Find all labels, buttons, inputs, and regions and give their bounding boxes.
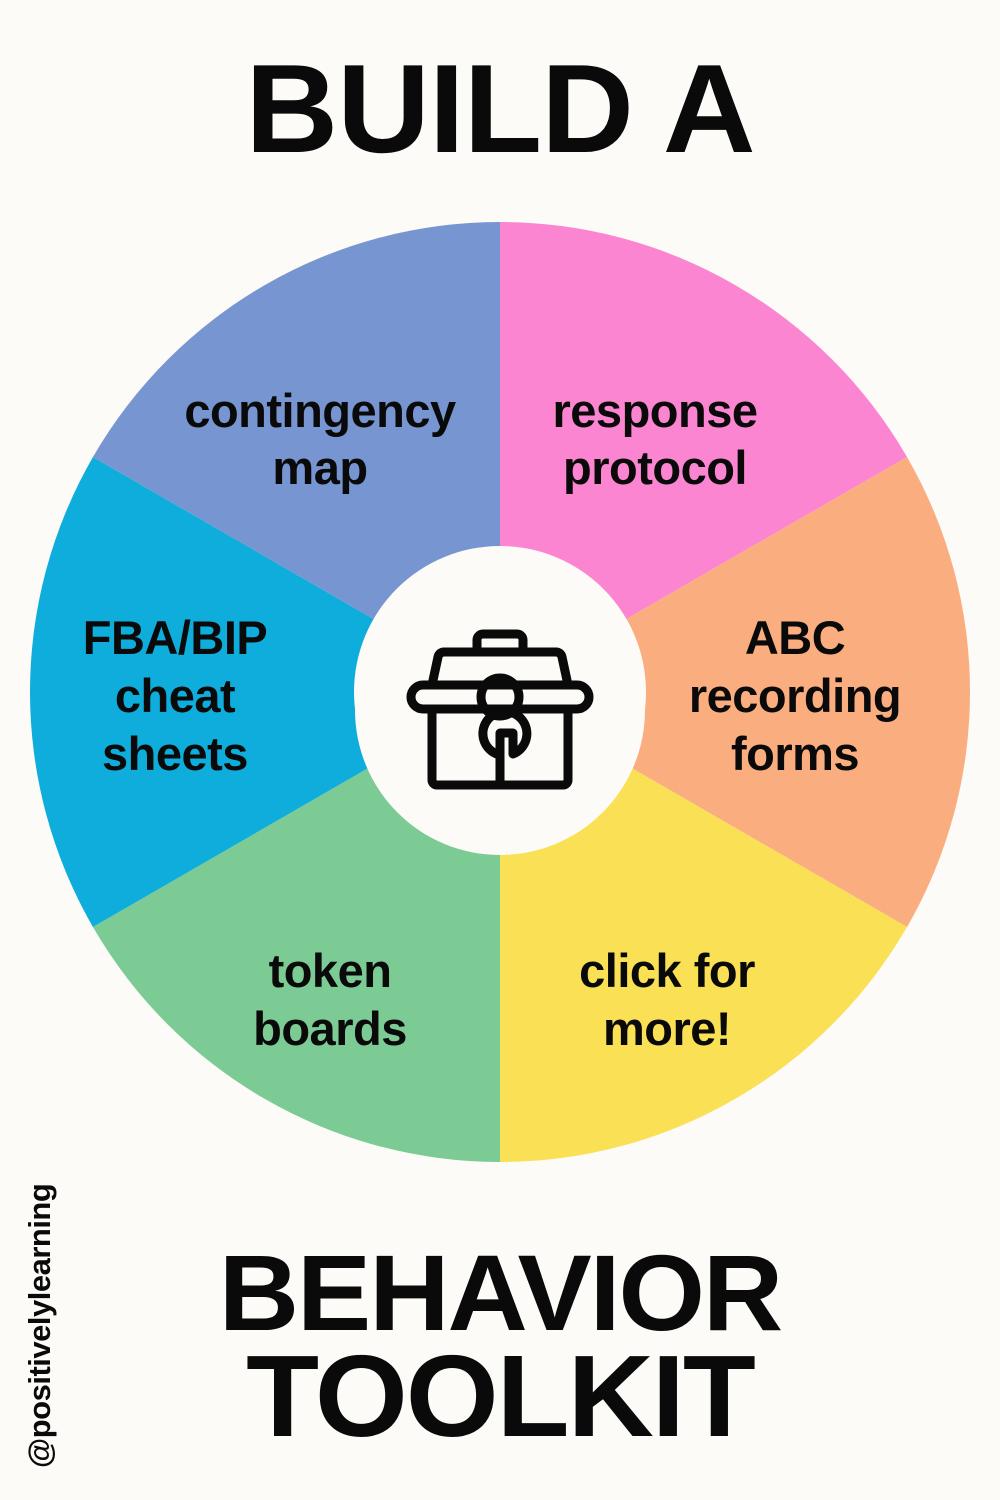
wheel-hub: [355, 565, 645, 855]
wheel-label-token-boards: token boards: [253, 944, 407, 1055]
label-abc-line3: forms: [731, 727, 859, 780]
wheel-segment-fba-bip-cheat-sheets[interactable]: [30, 457, 500, 927]
label-click-for-more-line2: more!: [603, 1002, 731, 1055]
label-fba-bip-line2: cheat: [115, 669, 236, 722]
wheel-segment-abc-recording-forms[interactable]: [500, 457, 970, 927]
wheel-label-click-for-more: click for more!: [579, 944, 755, 1055]
headline-bottom-line1: BEHAVIOR: [218, 1232, 783, 1353]
label-token-boards-line1: token: [269, 944, 392, 997]
wheel-label-response-protocol: response protocol: [553, 384, 758, 494]
label-response-protocol-line1: response: [553, 384, 758, 437]
label-fba-bip-line1: FBA/BIP: [83, 611, 268, 664]
watermark-handle: @positivelylearning: [22, 1183, 57, 1468]
toolbox-icon: [406, 629, 594, 789]
label-abc-line1: ABC: [745, 611, 845, 664]
headline-bottom-line2: TOOLKIT: [246, 1331, 756, 1462]
headline-bottom: BEHAVIOR TOOLKIT: [0, 1232, 1000, 1462]
headline-top: BUILD A: [245, 38, 755, 179]
wheel-svg: contingency map response protocol FBA/BI…: [30, 222, 970, 1162]
label-token-boards-line2: boards: [253, 1002, 407, 1055]
wheel-segment-response-protocol[interactable]: [500, 222, 908, 692]
wheel-label-contingency-map: contingency map: [184, 384, 456, 494]
wheel-segment-contingency-map[interactable]: [92, 222, 500, 692]
label-abc-line2: recording: [689, 669, 901, 722]
label-contingency-map-line1: contingency: [184, 384, 456, 437]
label-contingency-map-line2: map: [272, 441, 367, 494]
label-fba-bip-line3: sheets: [102, 727, 248, 780]
behavior-toolkit-wheel: contingency map response protocol FBA/BI…: [30, 222, 970, 1162]
wheel-label-abc-recording-forms: ABC recording forms: [689, 611, 902, 780]
wheel-label-fba-bip-cheat-sheets: FBA/BIP cheat sheets: [83, 611, 268, 780]
label-response-protocol-line2: protocol: [563, 441, 747, 494]
label-click-for-more-line1: click for: [579, 944, 755, 997]
